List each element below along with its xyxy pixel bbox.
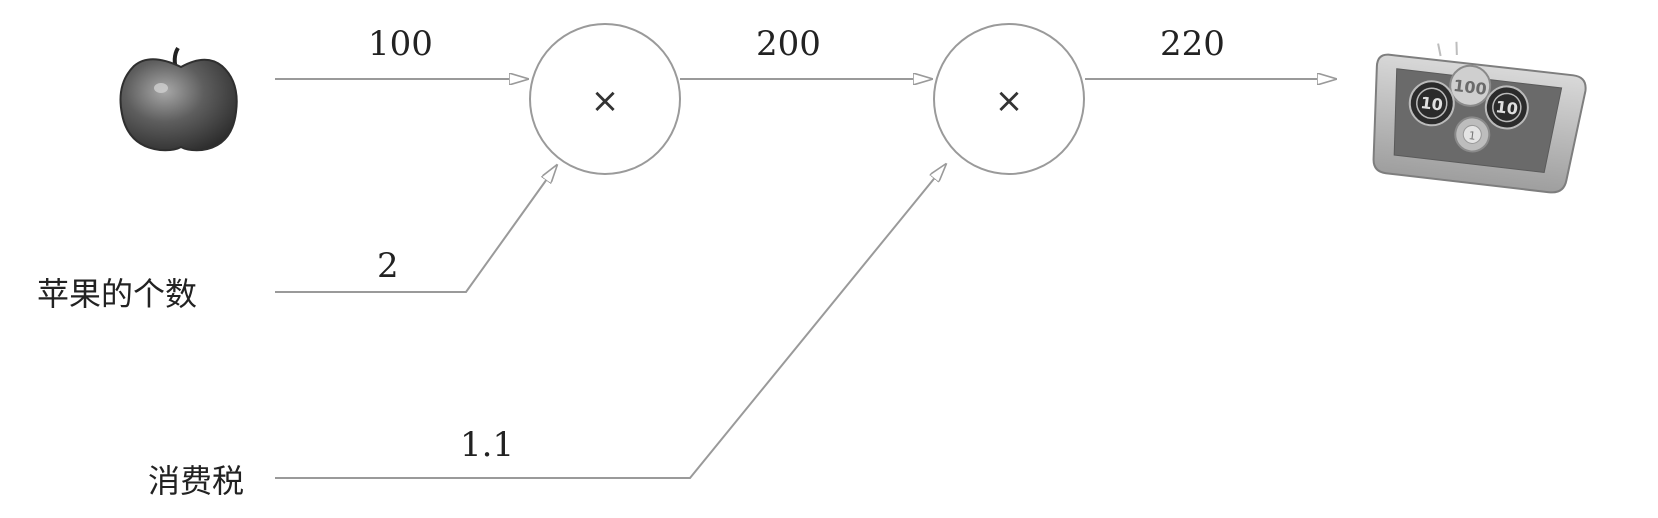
input-label-tax: 消费税: [148, 462, 244, 500]
value-label-apple-price: 100: [368, 24, 433, 64]
svg-text:10: 10: [1420, 93, 1444, 115]
value-label-tax: 1.1: [460, 425, 514, 465]
value-label-apple-count: 2: [377, 246, 399, 286]
svg-text:1: 1: [1468, 129, 1477, 143]
input-label-apple-count: 苹果的个数: [37, 275, 197, 313]
apple-icon: [119, 46, 238, 152]
svg-text:100: 100: [1452, 76, 1487, 99]
coin-10-left: 10: [1408, 80, 1455, 127]
edge-count-to-mul1: [275, 165, 557, 293]
coin-10-right: 10: [1484, 85, 1529, 130]
coin-tray-icon: 100 10 10 1: [1372, 41, 1587, 194]
svg-text:10: 10: [1495, 97, 1519, 119]
multiply-operator-2: ×: [995, 81, 1024, 121]
edge-tax-to-mul2: [275, 164, 946, 479]
multiply-operator-1: ×: [591, 81, 620, 121]
multiply-node-1: ×: [529, 23, 681, 175]
multiply-node-2: ×: [933, 23, 1085, 175]
value-label-total: 220: [1160, 24, 1225, 64]
coin-100: 100: [1449, 64, 1492, 107]
value-label-subtotal: 200: [756, 24, 821, 64]
coin-1: 1: [1454, 116, 1491, 153]
